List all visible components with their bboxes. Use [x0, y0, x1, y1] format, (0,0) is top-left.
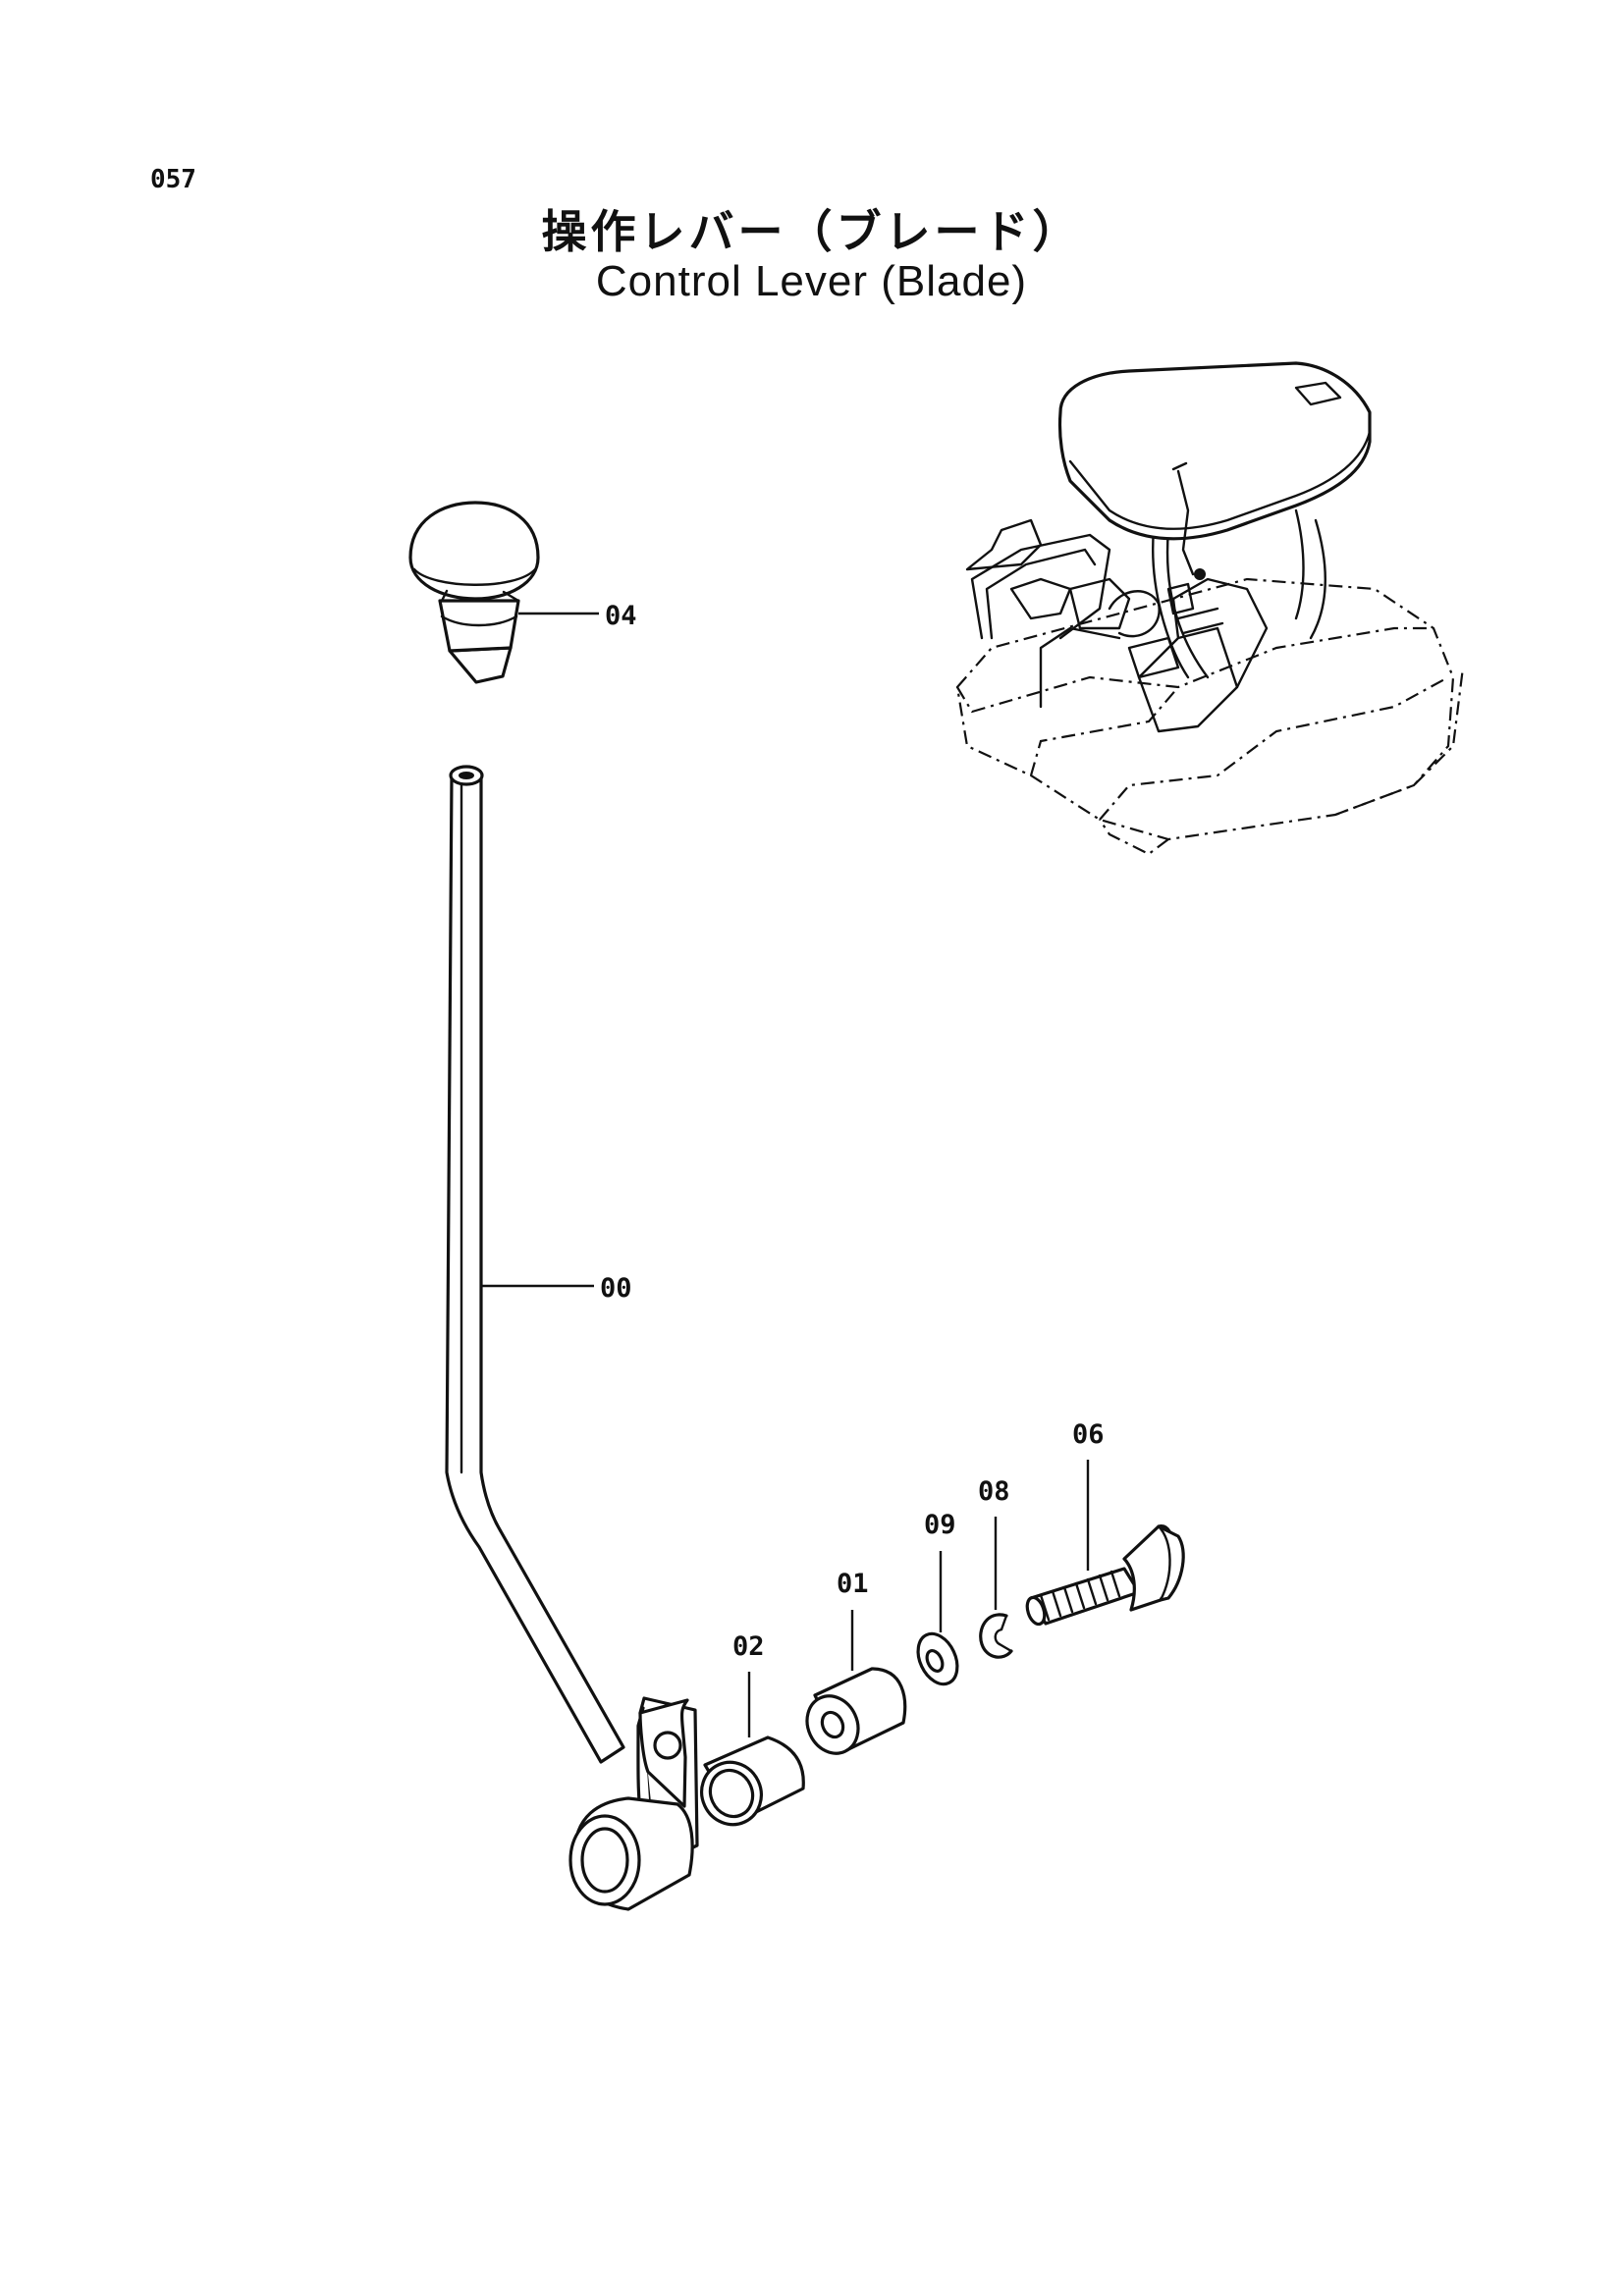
callout-washer: 09 [924, 1510, 956, 1540]
callout-lever: 00 [600, 1273, 632, 1304]
callout-knob: 04 [605, 601, 637, 631]
bolt [1025, 1524, 1185, 1627]
callout-bolt: 06 [1072, 1419, 1105, 1450]
page-title-english: Control Lever (Blade) [595, 257, 1028, 305]
page-title-japanese: 操作レバー（ブレード） [541, 205, 1082, 258]
lever-knob [408, 501, 540, 684]
bushing [700, 1735, 805, 1827]
snap-ring [979, 1613, 1013, 1659]
machine-location-illustration [955, 361, 1465, 856]
washer [916, 1631, 959, 1686]
callout-snap-ring: 08 [978, 1476, 1010, 1507]
page-number: 057 [150, 165, 196, 194]
callout-collar: 01 [837, 1569, 869, 1599]
callout-bushing: 02 [732, 1631, 765, 1662]
collar [805, 1667, 907, 1755]
control-lever [445, 765, 699, 1911]
